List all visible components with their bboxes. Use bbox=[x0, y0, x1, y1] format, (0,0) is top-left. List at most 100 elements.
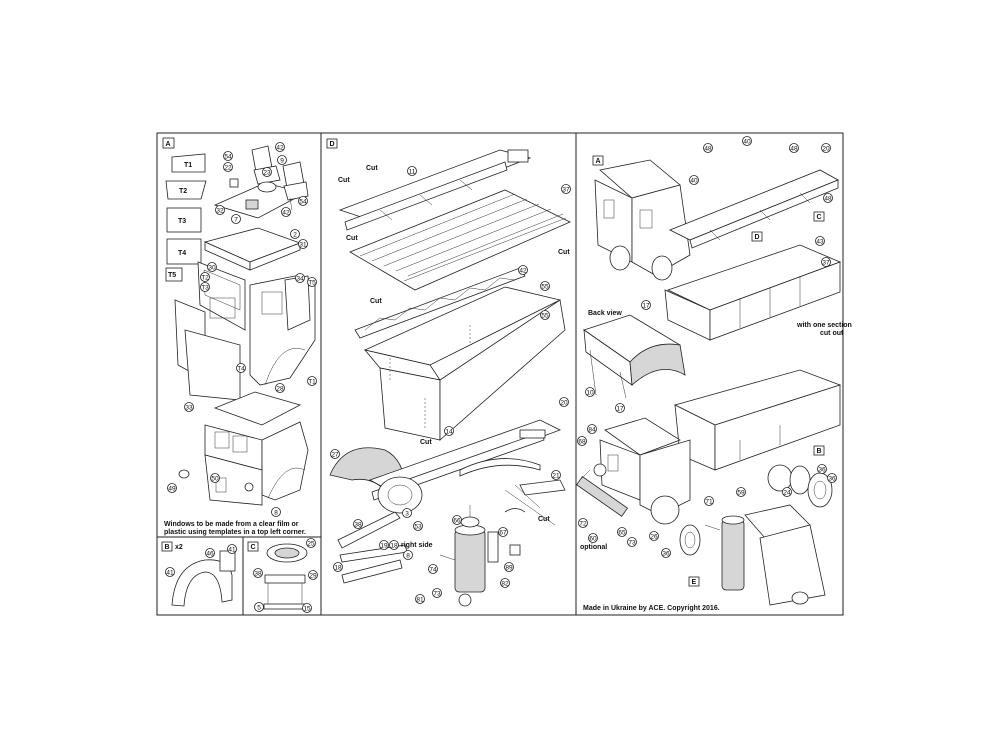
template-t3-label: T3 bbox=[178, 218, 186, 225]
part-callout: 21 bbox=[551, 470, 561, 480]
template-t2-label: T2 bbox=[179, 188, 187, 195]
with-section-note-1: with one section bbox=[796, 322, 852, 329]
svg-text:54: 54 bbox=[224, 153, 232, 160]
right-panel-callouts: 48 40 48 20 48 40 43 37 17 10 17 68 84 7… bbox=[577, 136, 837, 558]
part-callout: 49 bbox=[167, 483, 177, 493]
part-callout: 73 bbox=[432, 588, 442, 598]
svg-text:3: 3 bbox=[405, 510, 409, 517]
part-callout: 3 bbox=[402, 508, 412, 518]
part-callout: 28 bbox=[275, 383, 285, 393]
chassis-drawing bbox=[329, 419, 566, 584]
svg-text:20: 20 bbox=[560, 399, 568, 406]
section-d-label: D bbox=[330, 141, 335, 148]
svg-text:81: 81 bbox=[416, 596, 424, 603]
with-section-note-2: cut out bbox=[820, 330, 844, 337]
part-callout: 84 bbox=[587, 424, 597, 434]
part-callout: 55 bbox=[540, 281, 550, 291]
part-callout: 29 bbox=[308, 570, 318, 580]
part-callout: 36 bbox=[661, 548, 671, 558]
svg-text:26: 26 bbox=[650, 533, 658, 540]
svg-text:19: 19 bbox=[380, 542, 388, 549]
svg-text:68: 68 bbox=[578, 438, 586, 445]
part-callout: 38 bbox=[253, 568, 263, 578]
svg-text:T1: T1 bbox=[308, 378, 316, 385]
side-rail-drawing bbox=[354, 267, 526, 339]
gas-generator-drawing bbox=[439, 505, 521, 607]
cab-assembled-drawing bbox=[178, 391, 309, 506]
svg-text:2: 2 bbox=[293, 231, 297, 238]
right-side-note: right side bbox=[401, 542, 433, 549]
svg-text:9: 9 bbox=[280, 157, 284, 164]
svg-text:36: 36 bbox=[662, 550, 670, 557]
svg-text:36: 36 bbox=[828, 475, 836, 482]
part-callout: T4 bbox=[236, 363, 246, 373]
part-callout: 54 bbox=[298, 196, 308, 206]
svg-text:38: 38 bbox=[354, 521, 362, 528]
part-callout: 18 bbox=[333, 562, 343, 572]
part-callout: 68 bbox=[577, 436, 587, 446]
tarp-sheet-drawing bbox=[363, 286, 566, 441]
svg-text:7: 7 bbox=[234, 216, 238, 223]
part-callout: 81 bbox=[415, 594, 425, 604]
svg-text:17: 17 bbox=[616, 405, 624, 412]
cut-note-3: Cut bbox=[346, 235, 358, 242]
part-callout: 54 bbox=[223, 151, 233, 161]
part-callout: 46 bbox=[205, 548, 215, 558]
svg-text:18: 18 bbox=[390, 542, 398, 549]
svg-text:37: 37 bbox=[822, 259, 830, 266]
part-callout: 30 bbox=[207, 262, 217, 272]
svg-text:T2: T2 bbox=[201, 274, 209, 281]
svg-text:48: 48 bbox=[704, 145, 712, 152]
svg-text:41: 41 bbox=[228, 546, 236, 553]
windows-note-line-1: Windows to be made from a clear film or bbox=[164, 521, 299, 528]
part-callout: 11 bbox=[407, 166, 417, 176]
svg-text:27: 27 bbox=[331, 451, 339, 458]
svg-text:40: 40 bbox=[743, 138, 751, 145]
part-callout: 26 bbox=[649, 531, 659, 541]
part-callout: 38 bbox=[353, 519, 363, 529]
part-callout: 18 bbox=[389, 540, 399, 550]
fender-drawing bbox=[171, 550, 236, 607]
part-callout: 31 bbox=[298, 239, 308, 249]
svg-text:74: 74 bbox=[429, 566, 437, 573]
part-callout: T3 bbox=[200, 282, 210, 292]
panel-frames bbox=[156, 132, 844, 616]
part-callout: 8 bbox=[403, 550, 413, 560]
part-callout: 36 bbox=[817, 464, 827, 474]
svg-text:34: 34 bbox=[296, 275, 304, 282]
svg-text:10: 10 bbox=[586, 389, 594, 396]
svg-text:48: 48 bbox=[790, 145, 798, 152]
svg-text:38: 38 bbox=[254, 570, 262, 577]
part-callout: 60 bbox=[588, 533, 598, 543]
svg-text:42: 42 bbox=[519, 267, 527, 274]
svg-text:67: 67 bbox=[499, 529, 507, 536]
template-t5-label: T5 bbox=[168, 272, 176, 279]
svg-text:37: 37 bbox=[562, 186, 570, 193]
part-callout: 43 bbox=[815, 236, 825, 246]
svg-text:66: 66 bbox=[453, 517, 461, 524]
svg-text:8: 8 bbox=[406, 552, 410, 559]
part-callout: 37 bbox=[561, 184, 571, 194]
part-callout: 15 bbox=[302, 603, 312, 613]
section-a-label: A bbox=[166, 141, 171, 148]
section-b-count: x2 bbox=[175, 544, 183, 551]
section-d2-label: D bbox=[755, 234, 760, 241]
part-callout: 9 bbox=[277, 155, 287, 165]
svg-text:29: 29 bbox=[309, 572, 317, 579]
svg-text:72: 72 bbox=[579, 520, 587, 527]
part-callout: 17 bbox=[615, 403, 625, 413]
svg-text:82: 82 bbox=[501, 580, 509, 587]
section-b-label: B bbox=[165, 544, 170, 551]
svg-text:11: 11 bbox=[409, 168, 416, 175]
window-templates: T1 T2 T3 T4 T5 bbox=[165, 153, 207, 282]
part-callout: 20 bbox=[559, 397, 569, 407]
back-view-note: Back view bbox=[588, 310, 622, 317]
part-callout: 42 bbox=[518, 265, 528, 275]
tank-bracket-drawing bbox=[263, 543, 308, 610]
svg-text:20: 20 bbox=[822, 145, 830, 152]
part-callout: 19 bbox=[379, 540, 389, 550]
svg-text:17: 17 bbox=[642, 302, 650, 309]
svg-text:18: 18 bbox=[334, 564, 342, 571]
part-callout: 8 bbox=[271, 507, 281, 517]
svg-text:60: 60 bbox=[589, 535, 597, 542]
